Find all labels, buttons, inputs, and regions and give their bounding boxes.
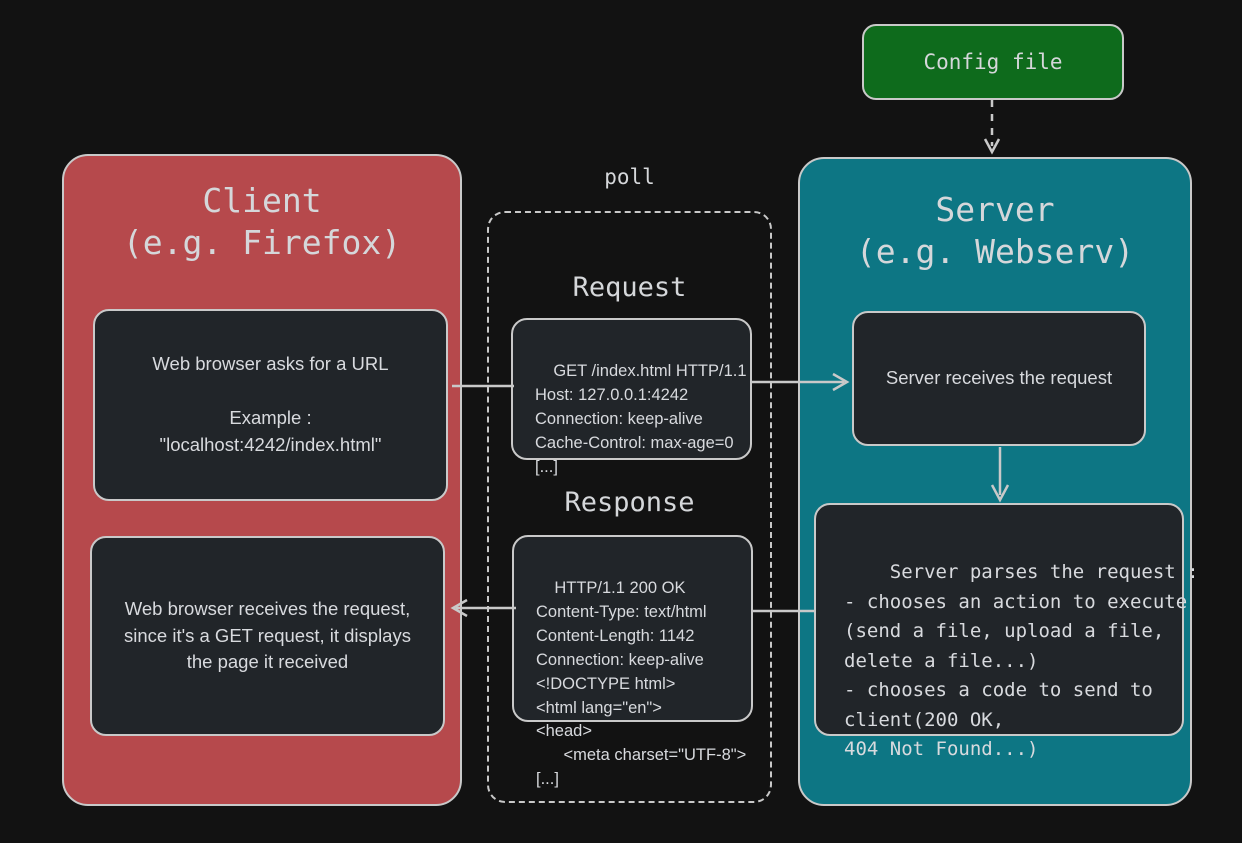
client-request-card[interactable]: Web browser asks for a URL Example : "lo… (93, 309, 448, 501)
http-request-text: GET /index.html HTTP/1.1 Host: 127.0.0.1… (535, 361, 747, 476)
server-parse-card[interactable]: Server parses the request : - chooses an… (814, 503, 1199, 760)
client-response-card[interactable]: Web browser receives the request, since … (90, 536, 445, 736)
config-file-label: Config file (923, 49, 1063, 74)
server-zone-title: Server (e.g. Webserv) (855, 190, 1135, 272)
arrow-config-to-server-icon (983, 100, 1001, 155)
client-response-card-text: Web browser receives the request, since … (124, 597, 411, 673)
poll-zone[interactable] (487, 211, 772, 803)
server-receive-card[interactable]: Server receives the request (852, 311, 1146, 446)
client-zone-title: Client (e.g. Firefox) (122, 181, 402, 263)
http-response-text: HTTP/1.1 200 OK Content-Type: text/html … (536, 578, 747, 789)
http-response-card[interactable]: HTTP/1.1 200 OK Content-Type: text/html … (512, 535, 753, 788)
http-request-card[interactable]: GET /index.html HTTP/1.1 Host: 127.0.0.1… (511, 318, 752, 476)
arrow-client-to-request-icon (452, 384, 514, 388)
arrow-request-to-server-icon (752, 372, 850, 392)
poll-label: poll (604, 165, 655, 189)
response-heading: Response (564, 487, 695, 518)
request-heading: Request (572, 272, 687, 303)
server-parse-card-text: Server parses the request : - chooses an… (844, 561, 1199, 761)
arrow-server-to-response-icon (753, 609, 815, 613)
client-request-card-text: Web browser asks for a URL Example : "lo… (152, 353, 389, 455)
arrow-response-to-client-icon (450, 598, 516, 618)
arrow-server-internal-down-icon (990, 447, 1010, 503)
config-file-box[interactable]: Config file (862, 24, 1124, 100)
server-receive-card-text: Server receives the request (885, 367, 1113, 389)
